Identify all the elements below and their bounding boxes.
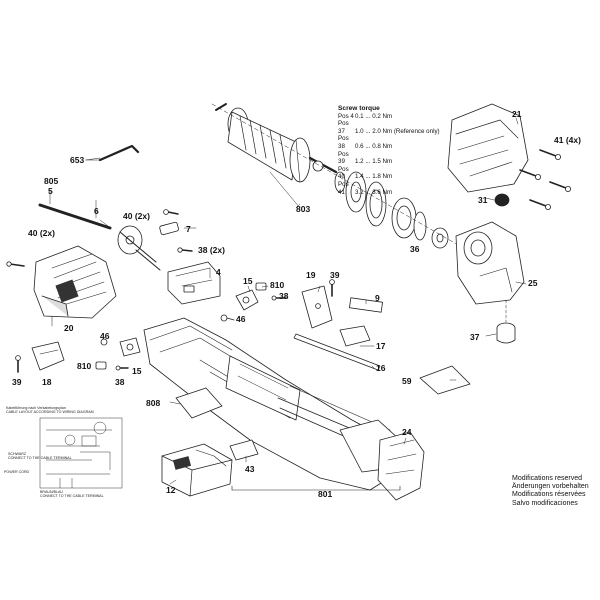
screw-39b xyxy=(329,279,335,297)
callout-40-2x-left: 40 (2x) xyxy=(28,228,55,238)
callout-46-left: 46 xyxy=(100,331,110,341)
callout-20: 20 xyxy=(64,323,74,333)
callout-41-4x: 41 (4x) xyxy=(554,135,581,145)
callout-653: 653 xyxy=(70,155,85,165)
wiring-label-black: SCHWARZ CONNECT TO THE CABLE TERMINAL xyxy=(8,452,72,460)
callout-59: 59 xyxy=(402,376,412,386)
screw-39a xyxy=(15,355,21,373)
label-9 xyxy=(349,297,383,313)
modifications-notes: Modifications reserved Änderungen vorbeh… xyxy=(512,475,589,507)
callout-808: 808 xyxy=(146,398,161,408)
callout-12: 12 xyxy=(166,485,176,495)
gear-housing-25 xyxy=(455,221,525,305)
torque-title: Screw torque xyxy=(338,105,380,112)
callout-9: 9 xyxy=(375,293,380,303)
insulating-sheet-808 xyxy=(175,387,223,419)
callout-18: 18 xyxy=(42,377,52,387)
callout-6: 6 xyxy=(94,206,99,216)
switch-lever-19 xyxy=(301,285,333,329)
callout-5: 5 xyxy=(48,186,53,196)
callout-46-mid: 46 xyxy=(236,314,246,324)
brush-holder-15a xyxy=(235,289,259,311)
screw-40b xyxy=(163,209,179,215)
callout-16: 16 xyxy=(376,363,386,373)
callout-39-left: 39 xyxy=(12,377,22,387)
cap-31 xyxy=(494,193,510,207)
screw-38b xyxy=(271,295,287,301)
callout-7: 7 xyxy=(186,224,191,234)
switch-rod-16 xyxy=(293,333,381,371)
callout-805: 805 xyxy=(44,176,59,186)
electronics-module-4 xyxy=(167,261,221,305)
gear-cover-21 xyxy=(447,103,529,193)
callout-15-left: 15 xyxy=(132,366,142,376)
callout-37: 37 xyxy=(470,332,480,342)
bearing-rings xyxy=(334,171,449,249)
battery-pack-12 xyxy=(161,443,233,497)
armature-803 xyxy=(215,103,338,209)
callout-810-mid: 810 xyxy=(270,280,285,290)
motor-fan-20 xyxy=(33,245,117,327)
wiring-diagram xyxy=(39,417,123,489)
callout-19: 19 xyxy=(306,270,316,280)
spindle-screw-37 xyxy=(496,299,516,344)
label-43 xyxy=(229,439,259,461)
callout-24: 24 xyxy=(402,427,412,437)
screw-38a xyxy=(177,247,193,253)
callout-38-2x: 38 (2x) xyxy=(198,245,225,255)
callout-36: 36 xyxy=(410,244,420,254)
screw-46b xyxy=(100,338,108,346)
wiring-caption: Kabelführung nach Verkabelungsplan CABLE… xyxy=(6,406,94,415)
gear-bracket-24 xyxy=(377,431,425,501)
screw-46a xyxy=(220,314,235,322)
callout-810-left: 810 xyxy=(77,361,92,371)
switch-18 xyxy=(31,341,65,371)
callout-40-2x-top: 40 (2x) xyxy=(123,211,150,221)
callout-21: 21 xyxy=(512,109,522,119)
leader-lines xyxy=(49,117,527,485)
slider-17 xyxy=(339,325,371,347)
callout-25: 25 xyxy=(528,278,538,288)
plate-7 xyxy=(159,221,179,236)
callout-31: 31 xyxy=(478,195,488,205)
callout-803: 803 xyxy=(296,204,311,214)
callout-4: 4 xyxy=(216,267,221,277)
brush-holder-15b xyxy=(119,337,141,357)
screws-41 xyxy=(519,149,572,210)
callout-38-mid: 38 xyxy=(279,291,289,301)
carbon-brush-810b xyxy=(95,361,107,370)
screw-40a xyxy=(6,261,25,267)
cable-set-801-bracket xyxy=(231,485,401,491)
wiring-label-brown: BRAUN/BLAU CONNECT TO THE CABLE TERMINAL xyxy=(40,490,104,498)
hex-key-653 xyxy=(85,144,140,162)
wiring-label-power-cord: POWER CORD xyxy=(4,470,30,474)
callout-15-mid: 15 xyxy=(243,276,253,286)
drive-shaft-6 xyxy=(38,199,161,271)
nameplate-59 xyxy=(419,365,471,395)
torque-row: Pos 40.1 ... 0.2 Nm xyxy=(338,112,393,120)
callout-43: 43 xyxy=(245,464,255,474)
screw-38c xyxy=(115,365,129,371)
callout-38-left: 38 xyxy=(115,377,125,387)
callout-17: 17 xyxy=(376,341,386,351)
callout-801: 801 xyxy=(318,489,333,499)
callout-39-right: 39 xyxy=(330,270,340,280)
